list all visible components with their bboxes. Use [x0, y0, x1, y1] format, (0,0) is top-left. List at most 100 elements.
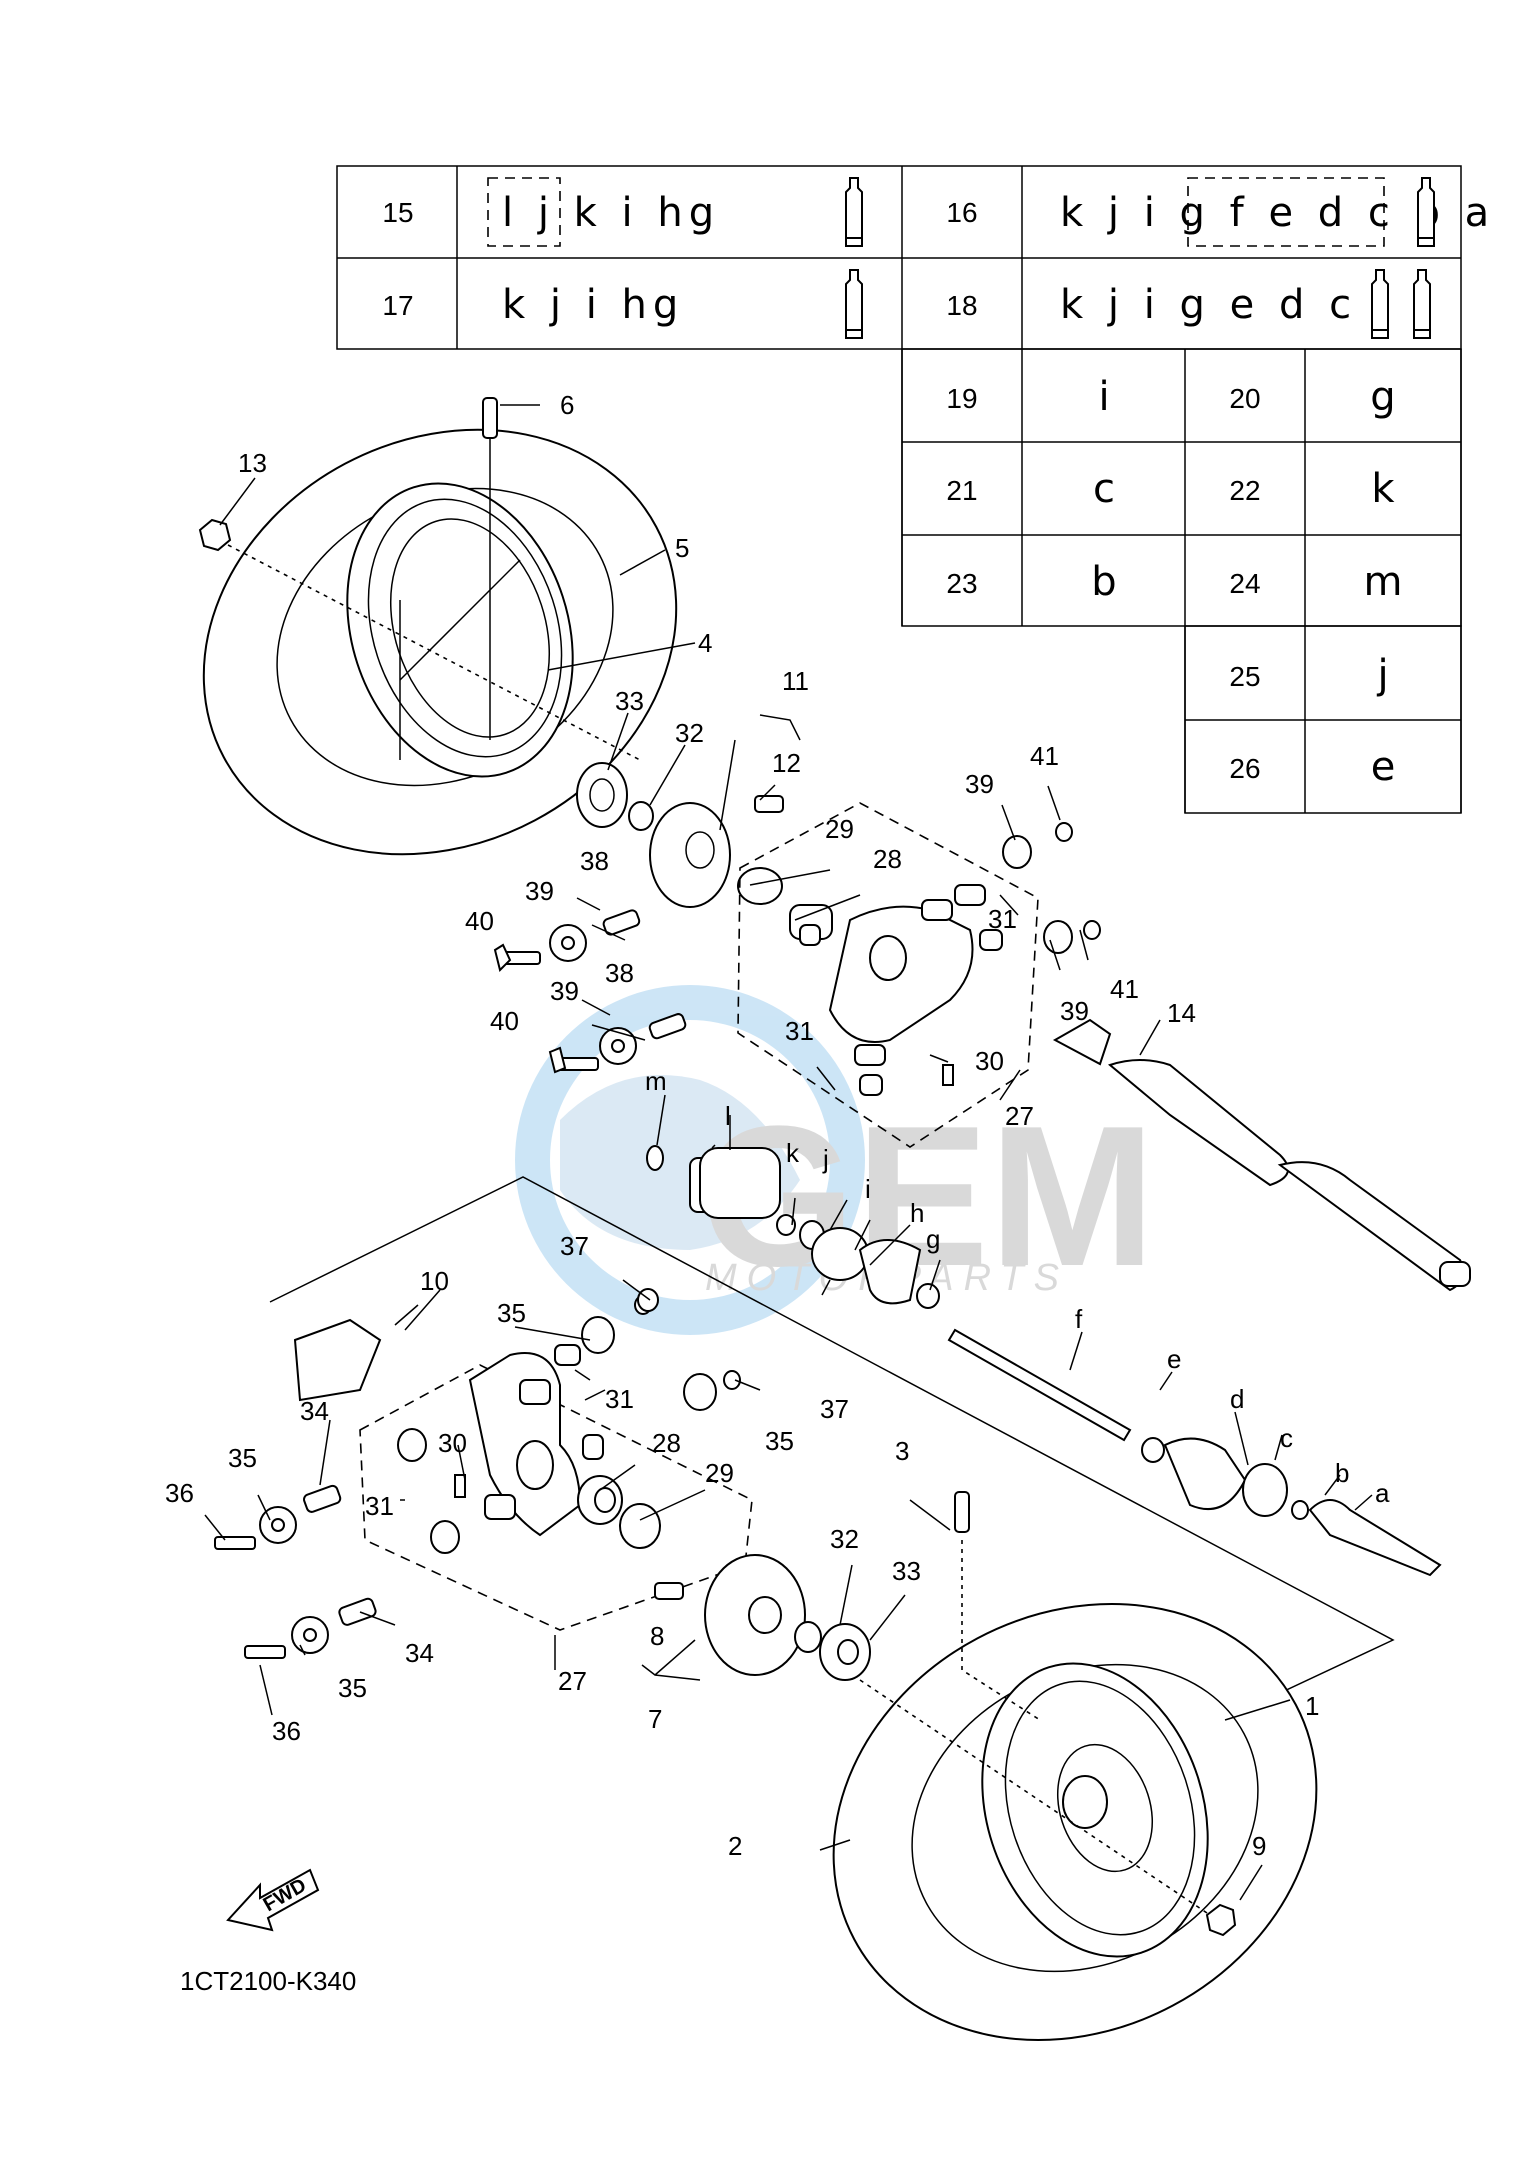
callout-27b: 27: [558, 1666, 587, 1696]
callout-1: 1: [1305, 1691, 1319, 1721]
callout-13: 13: [238, 448, 267, 478]
callout-14: 14: [1167, 998, 1196, 1028]
lower-knuckle-box: [359, 1364, 753, 1631]
callout-38b: 38: [605, 958, 634, 988]
callout-8: 8: [650, 1621, 664, 1651]
callout-28b: 28: [652, 1428, 681, 1458]
callout-39c: 39: [965, 769, 994, 799]
callout-33b: 33: [892, 1556, 921, 1586]
grease-tube-icon: [1417, 177, 1435, 247]
callout-k: k: [786, 1138, 800, 1168]
inner-shaft: [947, 1328, 1132, 1442]
upper-knuckle-box: [737, 802, 1039, 1148]
kit-num-21: 21: [946, 475, 977, 506]
callout-40a: 40: [465, 906, 494, 936]
grease-tube-icon: [1413, 269, 1431, 339]
callout-35b: 35: [228, 1443, 257, 1473]
callout-40b: 40: [490, 1006, 519, 1036]
kit-num-15: 15: [382, 197, 413, 228]
callout-31c: 31: [605, 1384, 634, 1414]
grease-tube-icon: [845, 177, 863, 247]
cv-parts-right: [1141, 1437, 1442, 1577]
callout-3: 3: [895, 1436, 909, 1466]
lower-knuckle-washers: [397, 1288, 741, 1554]
leader-lines: [204, 404, 1373, 1901]
lower-hub: [654, 1554, 871, 1681]
callout-4: 4: [698, 628, 712, 658]
kit-letter-22: k: [1371, 466, 1395, 512]
fwd-arrow-icon: FWD: [226, 1868, 320, 1932]
callout-30b: 30: [438, 1428, 467, 1458]
kit-num-22: 22: [1229, 475, 1260, 506]
kit-num-24: 24: [1229, 568, 1260, 599]
callout-38a: 38: [580, 846, 609, 876]
callout-b: b: [1335, 1458, 1349, 1488]
callout-27a: 27: [1005, 1101, 1034, 1131]
kit-letters-15: l j k i hg: [502, 190, 720, 236]
valve-stem-lower: [954, 1491, 1041, 1721]
diagram-code: 1CT2100-K340: [180, 1966, 356, 1996]
kit-letter-25: j: [1376, 652, 1388, 698]
lower-protector: [293, 1318, 382, 1402]
kit-letter-26: e: [1371, 744, 1396, 790]
callout-31b: 31: [785, 1016, 814, 1046]
callout-28a: 28: [873, 844, 902, 874]
lower-knuckle: [454, 1344, 604, 1537]
callout-39d: 39: [1060, 996, 1089, 1026]
kit-num-17: 17: [382, 290, 413, 321]
kit-num-23: 23: [946, 568, 977, 599]
callout-35a: 35: [497, 1298, 526, 1328]
callout-29a: 29: [825, 814, 854, 844]
callout-6: 6: [560, 390, 574, 420]
callout-34a: 34: [300, 1396, 329, 1426]
kit-num-16: 16: [946, 197, 977, 228]
kit-letters-17: k j i hg: [502, 282, 684, 328]
callout-35d: 35: [338, 1673, 367, 1703]
lower-wheel-tire: [832, 1603, 1318, 2041]
callout-l: l: [725, 1101, 731, 1131]
callout-c: c: [1280, 1423, 1293, 1453]
kit-num-26: 26: [1229, 753, 1260, 784]
callout-31d: 31: [365, 1491, 394, 1521]
callout-10: 10: [420, 1266, 449, 1296]
callout-36b: 36: [272, 1716, 301, 1746]
lower-hub-bearing: [577, 1475, 661, 1549]
kit-letter-21: c: [1093, 466, 1115, 512]
callout-31a: 31: [988, 904, 1017, 934]
callouts: 1 2 3 4 5 6 7 8 9 10 11 12 13 14 27 27 2…: [165, 390, 1390, 1861]
callout-i: i: [865, 1174, 871, 1204]
callout-11: 11: [782, 666, 809, 696]
valve-stem-upper: [482, 397, 498, 740]
callout-12: 12: [772, 748, 801, 778]
callout-d: d: [1230, 1384, 1244, 1414]
upper-knuckle: [799, 884, 1003, 1096]
cv-parts-middle: [646, 1145, 940, 1309]
kit-letters-18: k j i g e d c: [1060, 282, 1357, 328]
callout-m: m: [645, 1066, 667, 1096]
callout-39a: 39: [525, 876, 554, 906]
kit-letter-19: i: [1098, 374, 1109, 420]
kit-letter-23: b: [1091, 559, 1116, 605]
upper-bolts: [493, 909, 687, 1074]
callout-a: a: [1375, 1478, 1390, 1508]
upper-wheel-tire: [202, 428, 678, 856]
callout-33a: 33: [615, 686, 644, 716]
callout-30a: 30: [975, 1046, 1004, 1076]
grease-tube-icon: [845, 269, 863, 339]
callout-41a: 41: [1030, 741, 1059, 771]
kit-num-19: 19: [946, 383, 977, 414]
callout-e: e: [1167, 1344, 1181, 1374]
callout-32a: 32: [675, 718, 704, 748]
callout-35c: 35: [765, 1426, 794, 1456]
kit-num-18: 18: [946, 290, 977, 321]
callout-41b: 41: [1110, 974, 1139, 1004]
callout-32b: 32: [830, 1524, 859, 1554]
lower-bolts: [214, 1484, 377, 1659]
callout-2: 2: [728, 1831, 742, 1861]
kit-letter-24: m: [1364, 559, 1403, 605]
grease-tube-icon: [1371, 269, 1389, 339]
callout-g: g: [926, 1224, 940, 1254]
callout-29b: 29: [705, 1458, 734, 1488]
upper-axle-shaft: [1052, 1018, 1471, 1292]
